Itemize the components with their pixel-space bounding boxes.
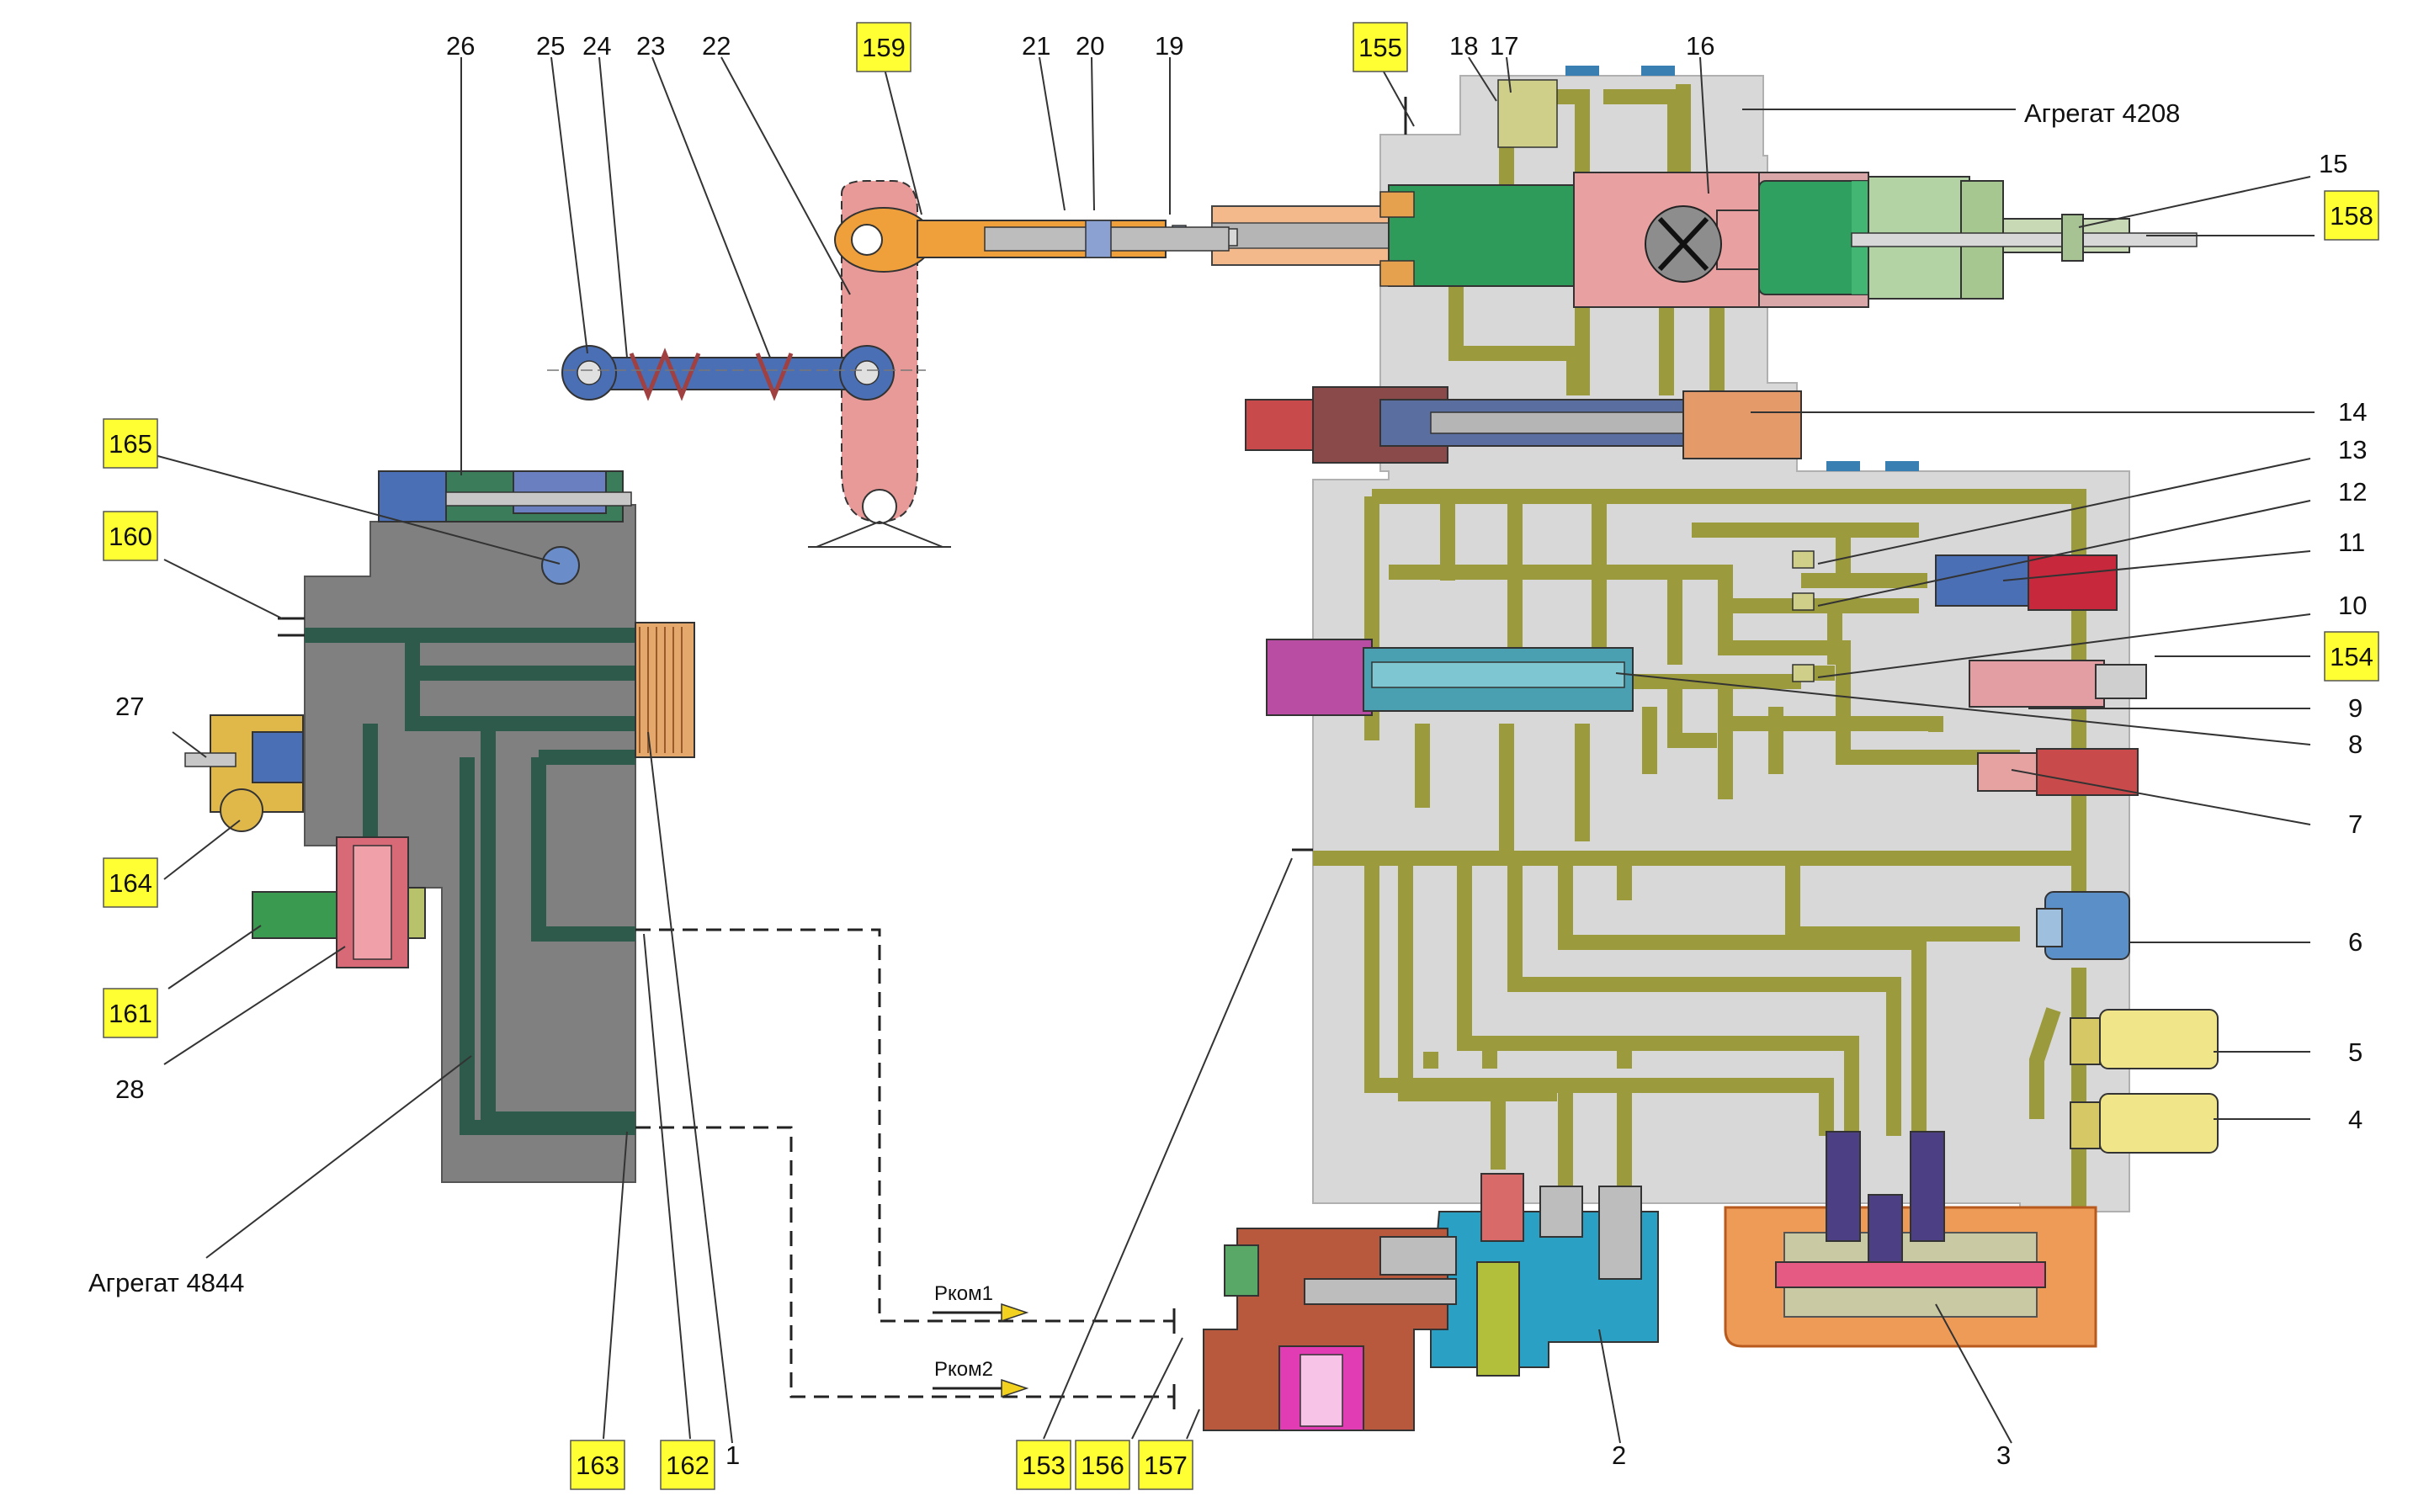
label-12: 12 xyxy=(2338,477,2367,507)
svg-text:154: 154 xyxy=(2330,642,2373,671)
valve-block-2 xyxy=(1430,1173,1659,1377)
hydraulic-channels xyxy=(1313,84,2086,1338)
pkom2-label: Pком2 xyxy=(934,1358,993,1381)
signal-lines xyxy=(278,97,1407,1409)
tag-156: 156 xyxy=(1075,1440,1130,1490)
label-5: 5 xyxy=(2348,1037,2363,1067)
label-9: 9 xyxy=(2348,693,2363,723)
svg-text:161: 161 xyxy=(109,999,152,1028)
label-10: 10 xyxy=(2338,591,2367,620)
tag-157: 157 xyxy=(1138,1440,1193,1490)
label-19: 19 xyxy=(1155,31,1183,61)
tag-162: 162 xyxy=(660,1440,715,1490)
unit-4208-label: Агрегат 4208 xyxy=(2024,98,2180,128)
svg-text:165: 165 xyxy=(109,429,152,459)
valve-block-3 xyxy=(1724,1131,2097,1348)
svg-text:159: 159 xyxy=(862,33,906,62)
label-27: 27 xyxy=(115,692,144,721)
label-20: 20 xyxy=(1076,31,1104,61)
label-16: 16 xyxy=(1686,31,1714,61)
unit-4844-block xyxy=(184,470,695,1183)
svg-text:155: 155 xyxy=(1358,33,1402,62)
tag-155: 155 xyxy=(1353,22,1408,72)
label-25: 25 xyxy=(536,31,565,61)
lever-22 xyxy=(808,180,1230,548)
label-18: 18 xyxy=(1449,31,1478,61)
label-7: 7 xyxy=(2348,809,2363,839)
label-6: 6 xyxy=(2348,927,2363,957)
number-labels: 1 2 3 4 5 6 7 8 9 10 11 12 13 14 15 16 1… xyxy=(88,31,2367,1470)
label-22: 22 xyxy=(702,31,731,61)
label-15: 15 xyxy=(2319,149,2347,178)
label-14: 14 xyxy=(2338,397,2367,427)
tag-163: 163 xyxy=(570,1440,625,1490)
svg-text:163: 163 xyxy=(576,1451,619,1480)
tag-165: 165 xyxy=(103,418,158,469)
tag-159: 159 xyxy=(856,22,912,72)
pkom1-label: Pком1 xyxy=(934,1282,993,1305)
label-11: 11 xyxy=(2338,528,2365,557)
label-24: 24 xyxy=(582,31,611,61)
main-cylinder-assembly xyxy=(1161,79,2198,308)
label-8: 8 xyxy=(2348,729,2363,759)
label-23: 23 xyxy=(636,31,665,61)
svg-text:162: 162 xyxy=(666,1451,710,1480)
svg-text:157: 157 xyxy=(1144,1451,1188,1480)
svg-text:153: 153 xyxy=(1022,1451,1066,1480)
relief-valve xyxy=(1203,1228,1457,1431)
tag-160: 160 xyxy=(103,511,158,561)
label-13: 13 xyxy=(2338,435,2367,464)
label-3: 3 xyxy=(1996,1440,2011,1470)
label-2: 2 xyxy=(1612,1440,1626,1470)
connectors-4-5 xyxy=(2070,1009,2219,1154)
label-26: 26 xyxy=(446,31,475,61)
label-4: 4 xyxy=(2348,1105,2363,1134)
tag-164: 164 xyxy=(103,857,158,908)
svg-text:160: 160 xyxy=(109,522,152,551)
pkom-arrows xyxy=(933,1302,1029,1398)
svg-text:164: 164 xyxy=(109,868,152,898)
plugs-right xyxy=(1792,550,2147,960)
tag-154: 154 xyxy=(2324,631,2379,682)
link-24 xyxy=(547,345,926,401)
unit-4844-label: Агрегат 4844 xyxy=(88,1268,244,1297)
tag-161: 161 xyxy=(103,988,158,1038)
label-21: 21 xyxy=(1022,31,1050,61)
svg-text:156: 156 xyxy=(1081,1451,1124,1480)
label-28: 28 xyxy=(115,1074,144,1104)
tag-153: 153 xyxy=(1016,1440,1071,1490)
spool-8 xyxy=(1266,639,1634,716)
spool-14 xyxy=(1245,386,1802,464)
svg-text:158: 158 xyxy=(2330,201,2373,231)
label-17: 17 xyxy=(1490,31,1518,61)
yellow-tags: 159 155 158 154 165 160 164 161 163 162 … xyxy=(103,22,2379,1490)
tag-158: 158 xyxy=(2324,190,2379,241)
label-1: 1 xyxy=(725,1440,740,1470)
leader-lines xyxy=(151,56,2315,1444)
